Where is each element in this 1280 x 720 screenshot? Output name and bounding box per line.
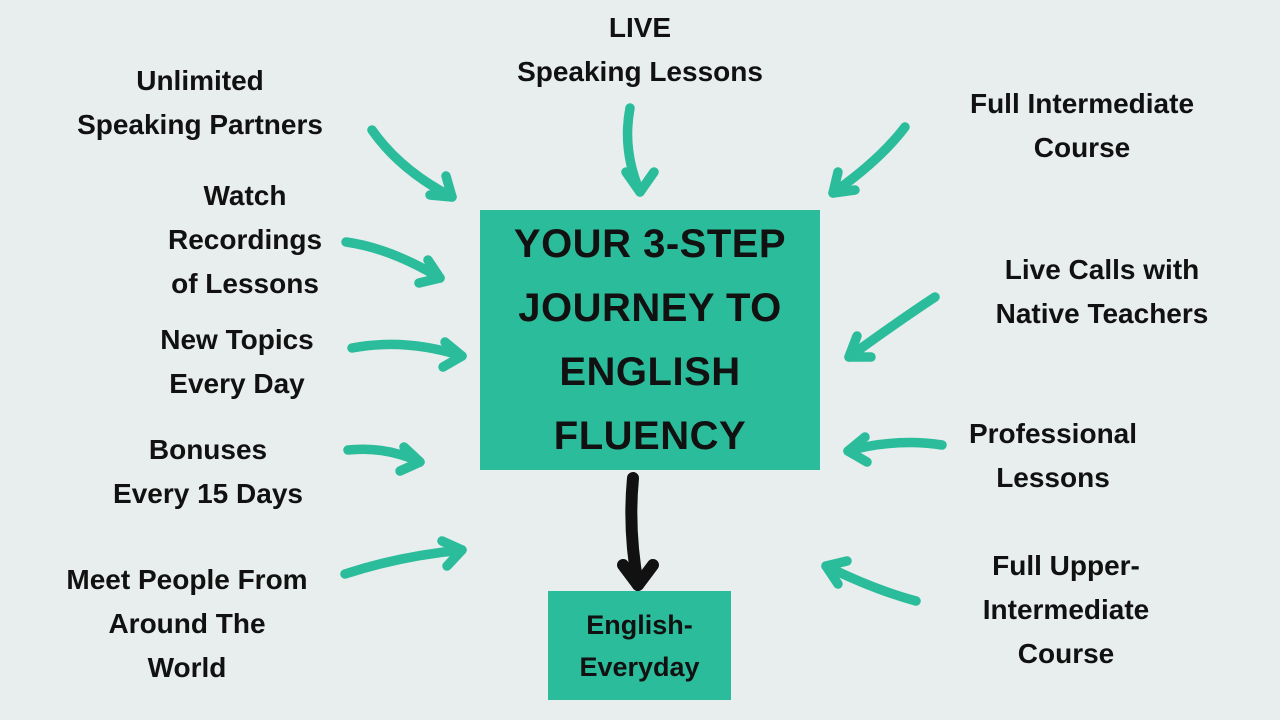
label-watch-recordings: Watch Recordings of Lessons bbox=[168, 174, 322, 306]
label-meet-people: Meet People From Around The World bbox=[66, 558, 307, 690]
label-line: Professional bbox=[968, 418, 1138, 449]
label-new-topics: New Topics Every Day bbox=[160, 318, 314, 406]
arrow-icon-bonuses bbox=[343, 442, 425, 476]
brand-box-english-everyday: English- Everyday bbox=[548, 591, 731, 700]
label-line: Speaking Partners bbox=[77, 109, 323, 140]
label-line: LIVE bbox=[608, 12, 672, 43]
label-line: Course bbox=[1033, 132, 1131, 163]
label-line: Unlimited bbox=[136, 65, 264, 96]
arrow-icon-new-topics bbox=[347, 337, 467, 372]
title-line: JOURNEY TO bbox=[518, 286, 782, 330]
arrow-icon-live-calls bbox=[844, 292, 940, 362]
arrow-icon-full-intermediate bbox=[828, 122, 910, 198]
arrow-icon-full-upper bbox=[821, 556, 921, 606]
down-arrow-icon-live-speaking bbox=[621, 103, 659, 197]
label-line: Watch bbox=[203, 180, 287, 211]
label-unlimited-speaking-partners: Unlimited Speaking Partners bbox=[77, 59, 323, 147]
label-line: Around The bbox=[108, 608, 266, 639]
label-line: Meet People From bbox=[66, 564, 308, 595]
label-line: Every 15 Days bbox=[113, 478, 303, 509]
label-line: Course bbox=[1017, 638, 1115, 669]
title-line: ENGLISH bbox=[559, 350, 741, 394]
arrow-icon-watch-recordings bbox=[341, 237, 445, 288]
label-line: Full Intermediate bbox=[969, 88, 1195, 119]
label-live-speaking-lessons: LIVE Speaking Lessons bbox=[517, 6, 763, 94]
label-line: Full Upper- bbox=[992, 550, 1140, 581]
label-line: Lessons bbox=[996, 462, 1110, 493]
label-line: World bbox=[147, 652, 227, 683]
label-line: of Lessons bbox=[171, 268, 319, 299]
label-line: Every Day bbox=[169, 368, 305, 399]
brand-line: English- bbox=[586, 609, 693, 640]
label-full-upper-intermediate-course: Full Upper- Intermediate Course bbox=[983, 544, 1150, 676]
label-line: New Topics bbox=[160, 324, 314, 355]
label-line: Intermediate bbox=[982, 594, 1150, 625]
label-full-intermediate-course: Full Intermediate Course bbox=[970, 82, 1194, 170]
label-professional-lessons: Professional Lessons bbox=[969, 412, 1137, 500]
center-title-box: YOUR 3-STEP JOURNEY TO ENGLISH FLUENCY bbox=[480, 210, 820, 470]
label-line: Recordings bbox=[167, 224, 323, 255]
arrow-icon-unlimited-partners bbox=[367, 125, 457, 202]
arrow-icon-meet-people bbox=[340, 536, 467, 579]
black-down-arrow-icon bbox=[617, 472, 659, 591]
label-bonuses: Bonuses Every 15 Days bbox=[113, 428, 303, 516]
title-line: YOUR 3-STEP bbox=[513, 222, 787, 266]
label-line: Live Calls with bbox=[1004, 254, 1200, 285]
title-line: FLUENCY bbox=[553, 414, 747, 458]
arrow-icon-professional-lessons bbox=[843, 432, 947, 467]
label-line: Native Teachers bbox=[995, 298, 1209, 329]
brand-line: Everyday bbox=[579, 651, 700, 682]
label-line: Bonuses bbox=[148, 434, 268, 465]
label-line: Speaking Lessons bbox=[517, 56, 763, 87]
label-live-calls-native-teachers: Live Calls with Native Teachers bbox=[996, 248, 1209, 336]
